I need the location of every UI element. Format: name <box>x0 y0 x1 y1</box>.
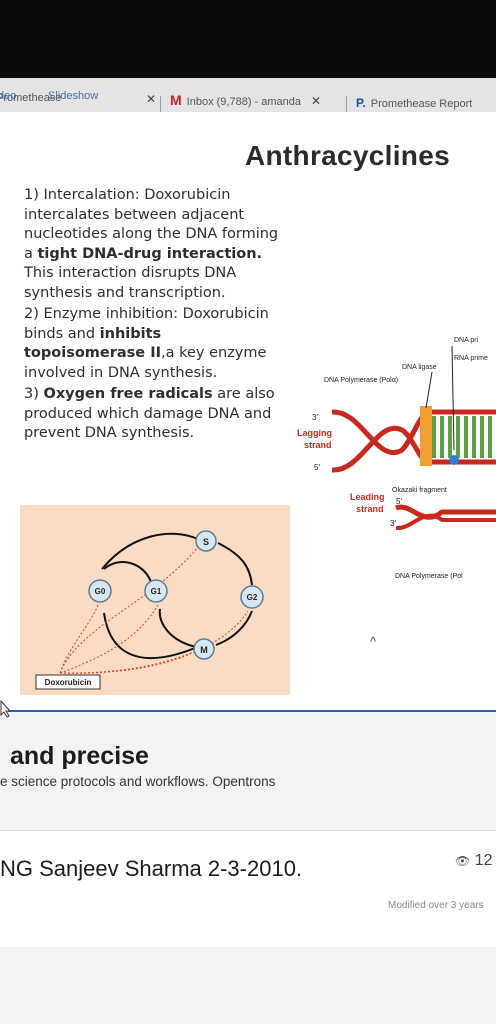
arc-m-g1 <box>158 608 197 648</box>
node-g2: G2 <box>240 585 264 609</box>
arc-g1-s <box>101 532 199 570</box>
red-arrow <box>59 650 197 674</box>
base-pair <box>464 416 468 458</box>
label-okazaki: Okazaki fragment <box>392 487 447 494</box>
collapse-button[interactable]: ^ <box>369 634 377 649</box>
node-label: G1 <box>151 587 162 596</box>
text: 1) Intercalation: Doxorubicin intercalat… <box>24 187 279 262</box>
slide-title: Anthracyclines <box>245 140 450 171</box>
label-dna-pol-bottom: DNA Polymerase (Pol <box>395 573 463 580</box>
label-dna-pri: DNA pri <box>454 337 479 344</box>
text: 2) Enzyme inhibition: Doxorubicin binds … <box>24 306 269 342</box>
ad-subline[interactable]: e science protocols and workflows. Opent… <box>0 774 276 789</box>
node-m: M <box>193 638 215 660</box>
promethease-icon: P. <box>356 96 366 110</box>
label-rna-prime: RNA prime <box>454 355 488 362</box>
node-s: S <box>195 530 217 552</box>
tab-inbox[interactable]: M Inbox (9,788) - amanda ✕ <box>170 92 321 108</box>
doxorubicin-box: Doxorubicin <box>35 674 101 690</box>
label-leading-strand: strand <box>356 504 384 514</box>
label-lagging-strand: strand <box>304 440 332 450</box>
lagging-base-pairs <box>432 416 492 458</box>
text-bold: tight DNA-drug interaction. <box>37 245 263 262</box>
label-dna-ligase: DNA ligase <box>402 364 437 371</box>
text-bold: Oxygen free radicals <box>43 386 213 402</box>
base-pair <box>448 416 452 458</box>
tab-label: Promethease Report <box>370 98 473 110</box>
drug-label: Doxorubicin <box>45 678 92 687</box>
slideshow-button[interactable]: Slideshow <box>48 90 99 102</box>
node-g1: G1 <box>144 579 168 603</box>
base-pair <box>432 416 436 458</box>
label-3prime: 3' <box>312 413 318 422</box>
red-arrow <box>59 604 99 674</box>
modified-text: Modified over 3 years <box>388 900 484 911</box>
node-label: G2 <box>247 593 258 602</box>
presentation-info-card <box>0 830 496 947</box>
text: ,a key enzyme involved in DNA synthesis. <box>24 345 267 381</box>
base-pair <box>480 416 484 458</box>
node-label: M <box>200 645 208 655</box>
mouse-pointer-icon <box>0 700 12 718</box>
ligase-block <box>420 406 432 466</box>
video-button[interactable]: deo <box>0 90 17 102</box>
base-pair <box>472 416 476 458</box>
point-enzyme-inhibition: 2) Enzyme inhibition: Doxorubicin binds … <box>24 305 286 383</box>
node-g0: G0 <box>88 579 112 603</box>
base-pair <box>488 416 492 458</box>
arc-s-g2 <box>217 542 253 586</box>
text: This interaction disrupts DNA synthesis … <box>24 265 237 301</box>
leading-strand-red-2 <box>395 513 496 530</box>
text-bold: inhibits topoisomerase II <box>24 325 162 362</box>
leading-strand-red <box>395 504 496 520</box>
eye-icon: 👁 <box>455 854 471 868</box>
red-arrow <box>59 544 201 674</box>
label-3prime-b: 3' <box>390 519 396 528</box>
base-pair <box>440 416 444 458</box>
close-icon[interactable]: ✕ <box>146 92 157 106</box>
label-dna-pol-top: DNA Polymerase (Polα) <box>324 377 398 384</box>
tab-label: Inbox (9,788) - amanda <box>186 96 302 108</box>
arc-g0-g1 <box>103 561 153 586</box>
tab-close-button[interactable]: ✕ <box>136 92 156 106</box>
tab-label: Promethease <box>0 92 62 104</box>
cell-cycle-diagram: S G0 G1 G2 M Doxorubicin <box>20 505 290 695</box>
section-divider <box>8 710 496 712</box>
point-intercalation: 1) Intercalation: Doxorubicin intercalat… <box>24 186 286 303</box>
label-lagging: Lagging <box>297 428 332 438</box>
label-leading: Leading <box>350 492 385 502</box>
ad-headline[interactable]: and precise <box>10 742 149 770</box>
polymerase-dot <box>449 455 459 465</box>
arc-m-g0 <box>103 612 196 660</box>
gmail-icon: M <box>170 92 182 108</box>
red-arrow <box>59 604 159 674</box>
tab-separator <box>160 96 161 114</box>
arc-g2-m <box>215 610 253 646</box>
slide-body: 1) Intercalation: Doxorubicin intercalat… <box>24 186 286 446</box>
text: are also produced which damage DNA and p… <box>24 386 275 441</box>
tab-separator <box>346 96 347 114</box>
cell-cycle-svg: S G0 G1 G2 M Doxorubicin <box>35 530 264 690</box>
tab-promethease[interactable]: Promethease <box>0 92 61 104</box>
tab-promethease-report[interactable]: P. Promethease Report <box>356 96 472 110</box>
dna-replication-diagram: DNA pri RNA prime DNA ligase DNA Polymer… <box>297 337 496 530</box>
base-pair <box>456 416 460 458</box>
views-count: 👁 12 <box>455 852 492 870</box>
point-free-radicals: 3) Oxygen free radicals are also produce… <box>24 385 286 444</box>
label-5prime: 5' <box>314 463 320 472</box>
close-icon[interactable]: ✕ <box>311 94 322 108</box>
pointer-line <box>425 371 433 409</box>
views-number: 12 <box>474 852 493 869</box>
node-label: G0 <box>95 587 106 596</box>
red-arrow <box>59 610 249 674</box>
node-label: S <box>203 537 209 547</box>
author-line: NG Sanjeev Sharma 2-3-2010. <box>0 856 303 881</box>
inhibition-arrows <box>59 544 249 674</box>
pointer-line <box>451 345 455 451</box>
label-5prime-b: 5' <box>396 497 402 506</box>
text: 3) <box>24 386 44 402</box>
